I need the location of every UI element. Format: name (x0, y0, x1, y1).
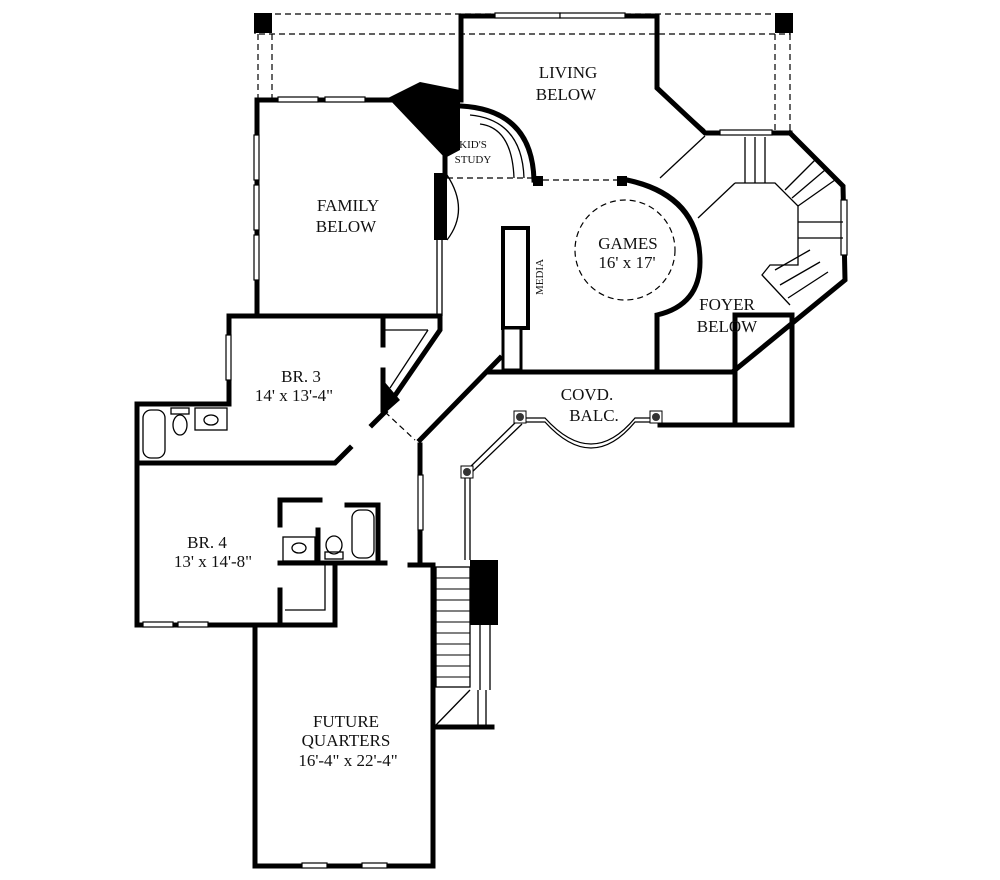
games-walls (533, 135, 736, 373)
foyer-walls (731, 129, 848, 428)
svg-text:BELOW: BELOW (316, 217, 377, 236)
svg-text:16' x 17': 16' x 17' (598, 253, 655, 272)
svg-text:BELOW: BELOW (536, 85, 597, 104)
room-label-balcony: COVD. BALC. (561, 385, 619, 425)
kids-study-walls (442, 103, 537, 183)
room-label-foyer: FOYER BELOW (697, 295, 758, 336)
room-label-living: LIVING BELOW (536, 63, 597, 104)
media-cabinet (501, 226, 530, 372)
room-label-kids-study: KID'S STUDY (455, 139, 492, 166)
svg-text:FOYER: FOYER (699, 295, 755, 314)
future-quarters-walls (252, 562, 436, 869)
svg-text:FAMILY: FAMILY (317, 196, 379, 215)
room-label-br4: BR. 4 13' x 14'-8" (174, 533, 252, 571)
svg-text:COVD.: COVD. (561, 385, 613, 404)
svg-text:LIVING: LIVING (539, 63, 598, 82)
br3-walls (134, 313, 443, 466)
svg-text:KID'S: KID'S (459, 139, 487, 151)
svg-text:QUARTERS: QUARTERS (302, 731, 391, 750)
room-label-family: FAMILY BELOW (316, 196, 379, 236)
svg-text:14' x 13'-4": 14' x 13'-4" (255, 386, 333, 405)
room-label-media: MEDIA (534, 259, 546, 295)
br4-walls (134, 460, 388, 628)
column-icon (775, 13, 793, 33)
rear-stairs (433, 560, 498, 730)
bath-top (134, 401, 232, 466)
svg-text:BR. 3: BR. 3 (281, 367, 321, 386)
column-icon (254, 13, 272, 33)
room-label-br3: BR. 3 14' x 13'-4" (255, 367, 333, 405)
svg-text:BELOW: BELOW (697, 317, 758, 336)
room-label-games: GAMES 16' x 17' (598, 234, 658, 272)
balcony-walls (460, 369, 738, 560)
room-label-future-quarters: FUTURE QUARTERS 16'-4" x 22'-4" (298, 712, 397, 770)
porch-outline (254, 13, 793, 133)
svg-text:13' x 14'-8": 13' x 14'-8" (174, 552, 252, 571)
living-walls (458, 12, 793, 136)
svg-text:16'-4" x 22'-4": 16'-4" x 22'-4" (298, 751, 397, 770)
svg-text:STUDY: STUDY (455, 154, 492, 166)
svg-text:BR. 4: BR. 4 (187, 533, 227, 552)
svg-text:FUTURE: FUTURE (313, 712, 379, 731)
svg-text:BALC.: BALC. (569, 406, 619, 425)
hallway-walls (368, 354, 504, 563)
svg-text:GAMES: GAMES (598, 234, 658, 253)
